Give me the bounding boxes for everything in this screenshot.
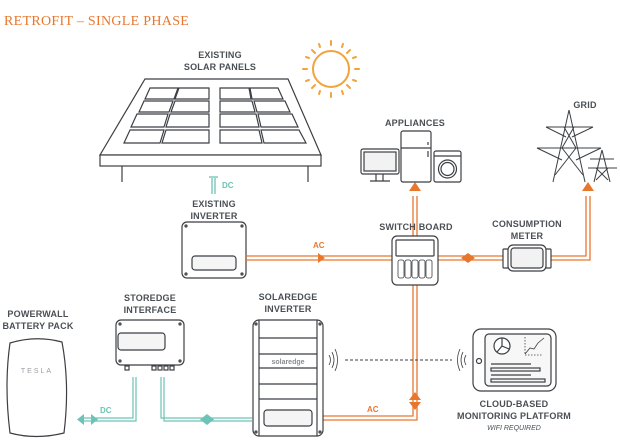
existing-inverter-icon: [181, 221, 247, 279]
tesla-logo: TESLA: [21, 368, 53, 375]
powerwall-icon: [6, 338, 68, 438]
monitoring-platform-label: CLOUD-BASED MONITORING PLATFORM: [450, 398, 578, 422]
solaredge-logo: solaredge: [271, 359, 304, 366]
consumption-meter-label-line2: METER: [510, 231, 544, 241]
powerwall-label-line1: POWERWALL: [7, 309, 69, 319]
appliances-label: APPLIANCES: [384, 118, 445, 128]
dc-panel-connector: [209, 176, 218, 194]
solaredge-inverter-label: SOLAREDGE INVERTER: [248, 291, 328, 315]
wifi-required-note: WIFI REQUIRED: [487, 425, 541, 432]
ac-arrows: [318, 182, 594, 410]
consumption-meter-icon: [502, 244, 552, 272]
consumption-meter-label-line1: CONSUMPTION: [492, 219, 562, 229]
sun-icon: [302, 40, 360, 98]
storedge-interface-label: STOREDGE INTERFACE: [110, 292, 190, 316]
existing-inverter-label-line1: EXISTING: [192, 199, 236, 209]
solar-panels-label-line1: EXISTING: [198, 50, 242, 60]
storedge-label-line1: STOREDGE: [124, 293, 176, 303]
ac-solaredge-label: AC: [367, 405, 379, 414]
monitoring-label-line1: CLOUD-BASED: [479, 399, 549, 409]
dc-panel-label: DC: [222, 181, 234, 190]
diagram-title: RETROFIT – SINGLE PHASE: [4, 14, 190, 29]
solaredge-inverter-label-line1: SOLAREDGE: [258, 292, 318, 302]
existing-inverter-label: EXISTING INVERTER: [174, 198, 254, 222]
switch-board-label: SWITCH BOARD: [379, 222, 453, 232]
storedge-label-line2: INTERFACE: [123, 305, 177, 315]
solaredge-inverter-label-line2: INVERTER: [264, 304, 312, 314]
solar-panels-label-line2: SOLAR PANELS: [183, 62, 257, 72]
appliances-icon: [360, 130, 462, 183]
dc-arrows: [77, 414, 214, 425]
existing-inverter-label-line2: INVERTER: [190, 211, 238, 221]
dc-wiring: [84, 377, 252, 422]
monitoring-tablet-icon: [472, 328, 557, 392]
grid-label: GRID: [573, 100, 597, 110]
solaredge-inverter-icon: [252, 319, 324, 437]
ac-inverter-label: AC: [313, 241, 325, 250]
grid-tower-icon: [536, 109, 617, 183]
solar-panels-label: EXISTING SOLAR PANELS: [170, 49, 270, 73]
powerwall-label: POWERWALL BATTERY PACK: [0, 308, 76, 332]
monitoring-label-line2: MONITORING PLATFORM: [457, 411, 571, 421]
storedge-interface-icon: [115, 319, 185, 371]
switch-board-icon: [391, 235, 439, 286]
dc-battery-label: DC: [100, 406, 112, 415]
wireless-signal-icon: [328, 348, 467, 372]
solar-panels-icon: [98, 78, 322, 182]
consumption-meter-label: CONSUMPTION METER: [484, 218, 570, 242]
powerwall-label-line2: BATTERY PACK: [2, 321, 74, 331]
